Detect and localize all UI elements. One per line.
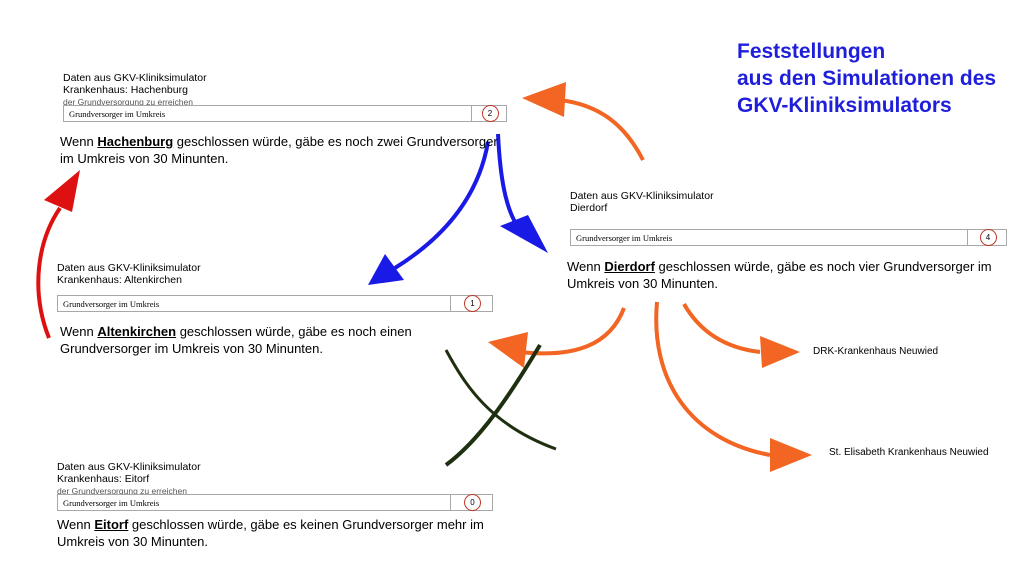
- blue-arrow-to-dierdorf: [496, 133, 522, 232]
- card-dierdorf: Daten aus GKV-Kliniksimulator Dierdorf G…: [570, 190, 1007, 246]
- cutoff-text: der Grundversorgung zu erreichen: [63, 99, 193, 105]
- statement-hospital-name: Hachenburg: [97, 134, 174, 149]
- orange-arrowhead-elisabeth: [770, 438, 812, 472]
- title-line-2: aus den Simulationen des: [737, 67, 997, 90]
- dark-curve-2: [444, 343, 542, 467]
- statement-prefix: Wenn: [60, 134, 98, 149]
- target-st-elisabeth-neuwied: St. Elisabeth Krankenhaus Neuwied: [829, 447, 989, 458]
- blue-arrow-to-altenkirchen: [393, 141, 490, 270]
- count-badge: 0: [464, 494, 481, 511]
- cutoff-text: der Grundversorgung zu erreichen: [57, 488, 187, 494]
- count-badge: 2: [481, 105, 499, 122]
- statement-prefix: Wenn: [60, 324, 98, 339]
- row-label: Grundversorger im Umkreis: [69, 109, 166, 119]
- statement-suffix: geschlossen würde, gäbe es noch vier Gru…: [567, 259, 992, 291]
- source-label: Daten aus GKV-Kliniksimulator: [57, 262, 201, 274]
- hospital-label: Krankenhaus: Hachenburg: [63, 84, 188, 96]
- dark-curve-1: [444, 349, 557, 451]
- statement-eitorf: Wenn Eitorf geschlossen würde, gäbe es k…: [57, 516, 487, 550]
- hospital-label: Dierdorf: [570, 202, 608, 214]
- count-row: Grundversorger im Umkreis 4: [570, 229, 1007, 246]
- count-cell: 1: [450, 295, 494, 312]
- hospital-label: Krankenhaus: Altenkirchen: [57, 274, 182, 286]
- orange-arrow-to-elisabeth: [654, 301, 771, 457]
- row-label: Grundversorger im Umkreis: [63, 498, 160, 508]
- statement-suffix: geschlossen würde, gäbe es noch einen Gr…: [60, 324, 412, 356]
- row-label: Grundversorger im Umkreis: [576, 233, 673, 243]
- orange-arrowhead-drk: [760, 336, 800, 368]
- statement-hachenburg: Wenn Hachenburg geschlossen würde, gäbe …: [60, 133, 500, 167]
- target-drk-neuwied: DRK-Krankenhaus Neuwied: [813, 346, 939, 357]
- count-row: Grundversorger im Umkreis 0: [57, 494, 493, 511]
- orange-arrow-to-drk: [682, 303, 761, 354]
- source-label: Daten aus GKV-Kliniksimulator: [57, 461, 201, 473]
- blue-arrowhead-altenkirchen: [368, 254, 404, 285]
- statement-altenkirchen: Wenn Altenkirchen geschlossen würde, gäb…: [60, 323, 420, 357]
- title-line-3: GKV-Kliniksimulators: [737, 94, 952, 117]
- count-row: Grundversorger im Umkreis 2: [63, 105, 507, 122]
- statement-hospital-name: Altenkirchen: [97, 324, 177, 339]
- statement-dierdorf: Wenn Dierdorf geschlossen würde, gäbe es…: [567, 258, 1007, 292]
- title-line-1: Feststellungen: [737, 40, 886, 63]
- count-badge: 1: [464, 295, 481, 312]
- card-eitorf: Daten aus GKV-Kliniksimulator Krankenhau…: [57, 461, 493, 511]
- count-cell: 4: [967, 229, 1008, 246]
- card-hachenburg: Daten aus GKV-Kliniksimulator Krankenhau…: [63, 72, 507, 122]
- red-arrowhead-hachenburg: [44, 170, 80, 212]
- orange-arrowhead-altenkirchen: [488, 332, 528, 368]
- count-row: Grundversorger im Umkreis 1: [57, 295, 493, 312]
- statement-hospital-name: Eitorf: [94, 517, 129, 532]
- statement-prefix: Wenn: [567, 259, 605, 274]
- row-label: Grundversorger im Umkreis: [63, 299, 160, 309]
- statement-suffix: geschlossen würde, gäbe es keinen Grundv…: [57, 517, 484, 549]
- red-arrow-to-hachenburg: [36, 206, 62, 339]
- statement-prefix: Wenn: [57, 517, 95, 532]
- orange-arrow-to-altenkirchen: [519, 307, 626, 356]
- card-altenkirchen: Daten aus GKV-Kliniksimulator Krankenhau…: [57, 262, 493, 312]
- orange-arrowhead-hachenburg: [522, 82, 566, 117]
- count-cell: 2: [471, 105, 508, 122]
- source-label: Daten aus GKV-Kliniksimulator: [63, 72, 207, 84]
- blue-arrowhead-dierdorf: [500, 215, 548, 253]
- count-badge: 4: [979, 229, 997, 246]
- count-cell: 0: [450, 494, 494, 511]
- slide-title: Feststellungen aus den Simulationen des …: [737, 38, 1017, 119]
- statement-hospital-name: Dierdorf: [604, 259, 655, 274]
- source-label: Daten aus GKV-Kliniksimulator: [570, 190, 714, 202]
- statement-suffix: geschlossen würde, gäbe es noch zwei Gru…: [60, 134, 498, 166]
- orange-arrow-to-hachenburg: [559, 98, 645, 161]
- hospital-label: Krankenhaus: Eitorf: [57, 473, 150, 485]
